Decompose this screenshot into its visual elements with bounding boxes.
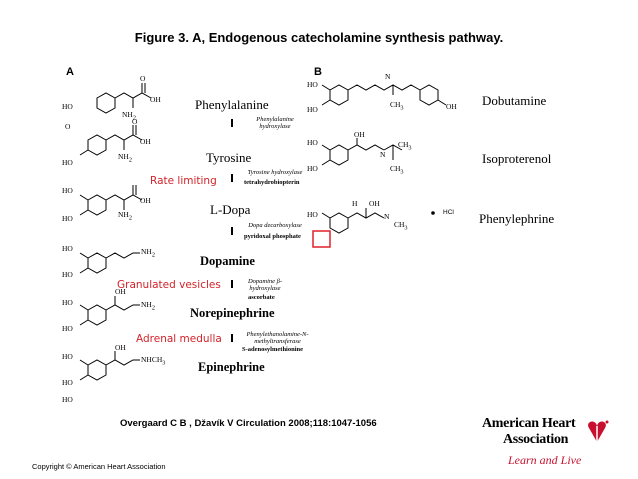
enzyme-5: Phenylethanolamine-N-methyltransferase [246,331,309,345]
annotation-rate-limiting: Rate limiting [150,175,217,187]
enzyme-1: Phenylalanine hydroxylase [256,116,294,130]
compound-isoproterenol: Isoproterenol [482,151,552,166]
compound-phenylephrine: Phenylephrine [479,211,555,226]
compound-dopamine: Dopamine [200,254,255,268]
cofactor-3: pyridoxal phosphate [244,233,301,240]
compound-l-dopa: L-Dopa [210,202,251,217]
annotation-granulated-vesicles: Granulated vesicles [117,279,221,291]
logo-tagline: Learn and Live [508,453,582,467]
enzyme-4: Dopamine β-hydroxylase [247,278,283,292]
cofactor-4: ascorbate [248,294,275,301]
compound-tyrosine: Tyrosine [206,150,252,165]
copyright-text: Copyright © American Heart Association [32,462,166,471]
aha-logo: American Heart Association Learn and Liv… [482,416,622,476]
logo-line1: American Heart [482,416,576,431]
highlight-box [312,230,331,248]
panel-b-label: B [314,66,322,78]
enzyme-3: Dopa decarboxylase [248,222,302,229]
heart-torch-icon [588,420,609,450]
compound-phenylalanine: Phenylalanine [195,97,269,112]
compound-dobutamine: Dobutamine [482,93,547,108]
citation: Overgaard C B , Džavík V Circulation 200… [120,418,377,429]
cofactor-2: tetrahydrobiopterin [244,179,300,186]
enzyme-2: Tyrosine hydroxylase [247,169,303,176]
logo-line2: Association [503,432,569,447]
cofactor-5: S-adenosylmethionine [242,346,304,353]
figure-title: Figure 3. A, Endogenous catecholamine sy… [134,30,504,45]
panel-a-label: A [66,66,74,78]
compound-epinephrine: Epinephrine [198,360,265,374]
annotation-adrenal-medulla: Adrenal medulla [136,333,222,345]
compound-norepinephrine: Norepinephrine [190,306,275,320]
